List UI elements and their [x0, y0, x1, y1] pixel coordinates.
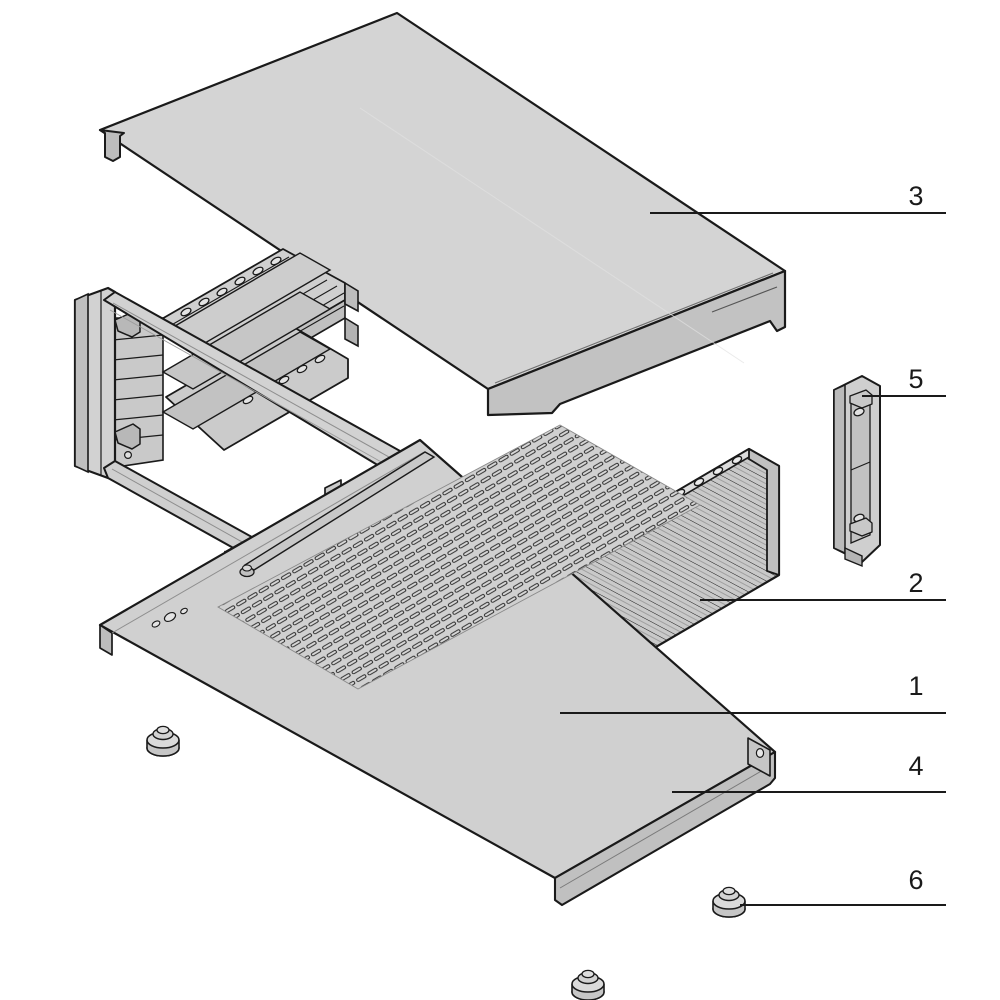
- top-cover-panel: [98, 11, 787, 417]
- rubber-feet-group: [146, 725, 746, 1000]
- callout-3: 3: [650, 181, 946, 214]
- callout-number: 5: [908, 364, 923, 394]
- callout-number: 2: [908, 568, 923, 598]
- callout-number: 3: [908, 181, 923, 211]
- callout-number: 4: [908, 751, 923, 781]
- callout-6: 6: [740, 865, 946, 906]
- callout-4: 4: [672, 751, 946, 793]
- rubber-foot: [712, 886, 746, 918]
- bottom-panel: [98, 424, 777, 907]
- frame-corner-post-left: [73, 286, 141, 480]
- callout-layer: 3 5 2 1 4 6: [560, 181, 946, 906]
- callout-5: 5: [862, 364, 946, 397]
- callout-number: 6: [908, 865, 923, 895]
- mounting-bracket: [833, 375, 881, 568]
- rubber-foot: [571, 969, 605, 1000]
- callout-1: 1: [560, 671, 946, 714]
- rubber-foot: [146, 725, 180, 757]
- callout-number: 1: [908, 671, 923, 701]
- callout-2: 2: [700, 568, 946, 601]
